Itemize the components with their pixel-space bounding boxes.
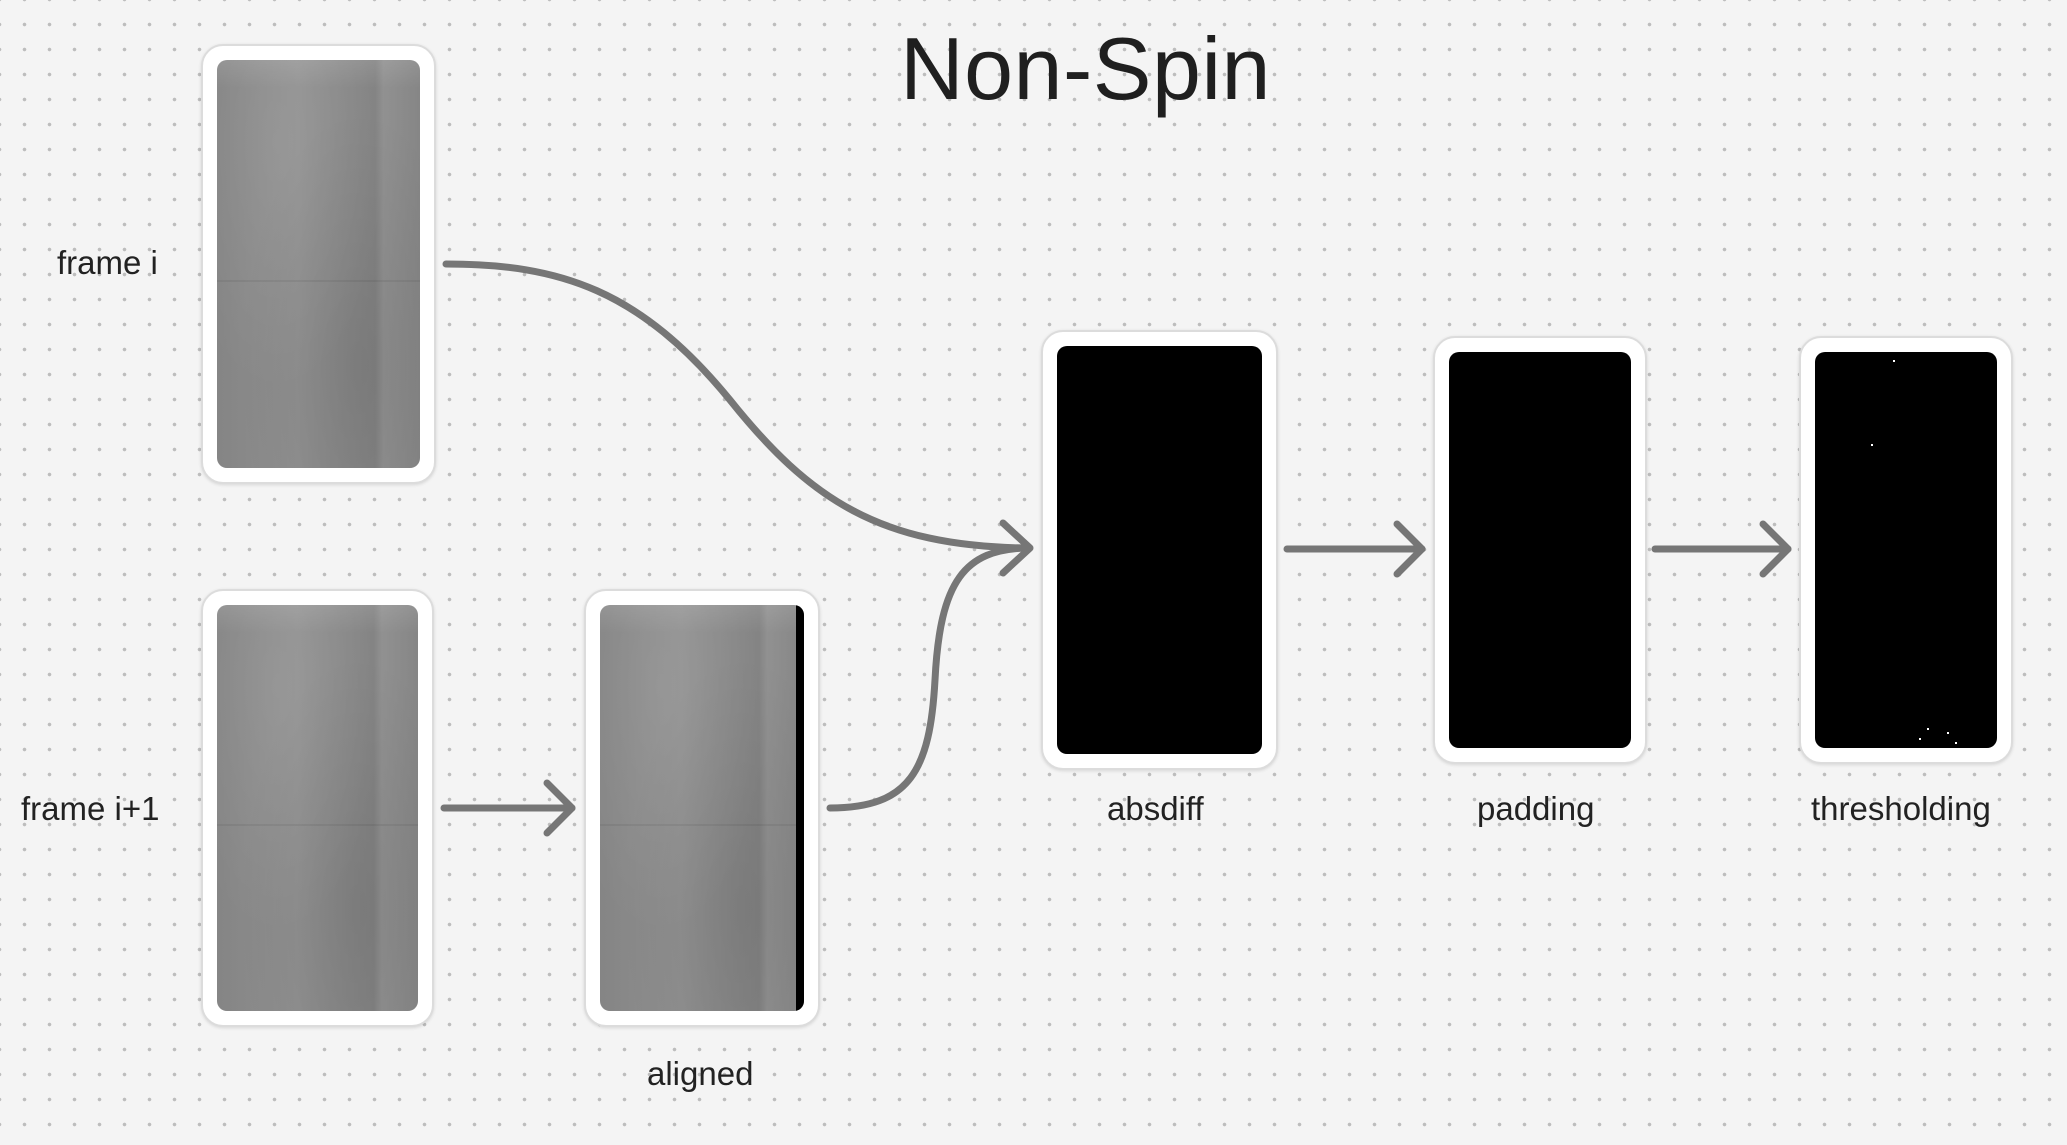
- thresholding-image: [1815, 352, 1997, 748]
- diagram-title: Non-Spin: [900, 19, 1271, 118]
- arrow-icon: [543, 779, 576, 837]
- frame-i-image: [217, 60, 420, 468]
- label-frame-i-plus-1: frame i+1: [21, 790, 160, 827]
- label-aligned: aligned: [647, 1055, 754, 1092]
- aligned-image: [600, 605, 804, 1011]
- padding-image: [1449, 352, 1631, 748]
- arrow-icon: [999, 519, 1034, 577]
- label-padding: padding: [1477, 790, 1595, 827]
- arrow-frame-i-to-absdiff: [442, 260, 1030, 552]
- frame-i-card[interactable]: [201, 44, 436, 484]
- arrow-aligned-to-absdiff: [826, 544, 1030, 812]
- label-thresholding: thresholding: [1811, 790, 1991, 827]
- label-absdiff: absdiff: [1107, 790, 1204, 827]
- absdiff-card[interactable]: [1041, 330, 1278, 770]
- thresholding-card[interactable]: [1799, 336, 2013, 764]
- absdiff-image: [1057, 346, 1262, 754]
- aligned-card[interactable]: [584, 589, 820, 1027]
- frame-i-plus-1-card[interactable]: [201, 589, 434, 1027]
- padding-card[interactable]: [1433, 336, 1647, 764]
- arrow-icon: [1393, 520, 1426, 578]
- frame-i-plus-1-image: [217, 605, 418, 1011]
- label-frame-i: frame i: [57, 244, 158, 281]
- arrow-icon: [1759, 520, 1792, 578]
